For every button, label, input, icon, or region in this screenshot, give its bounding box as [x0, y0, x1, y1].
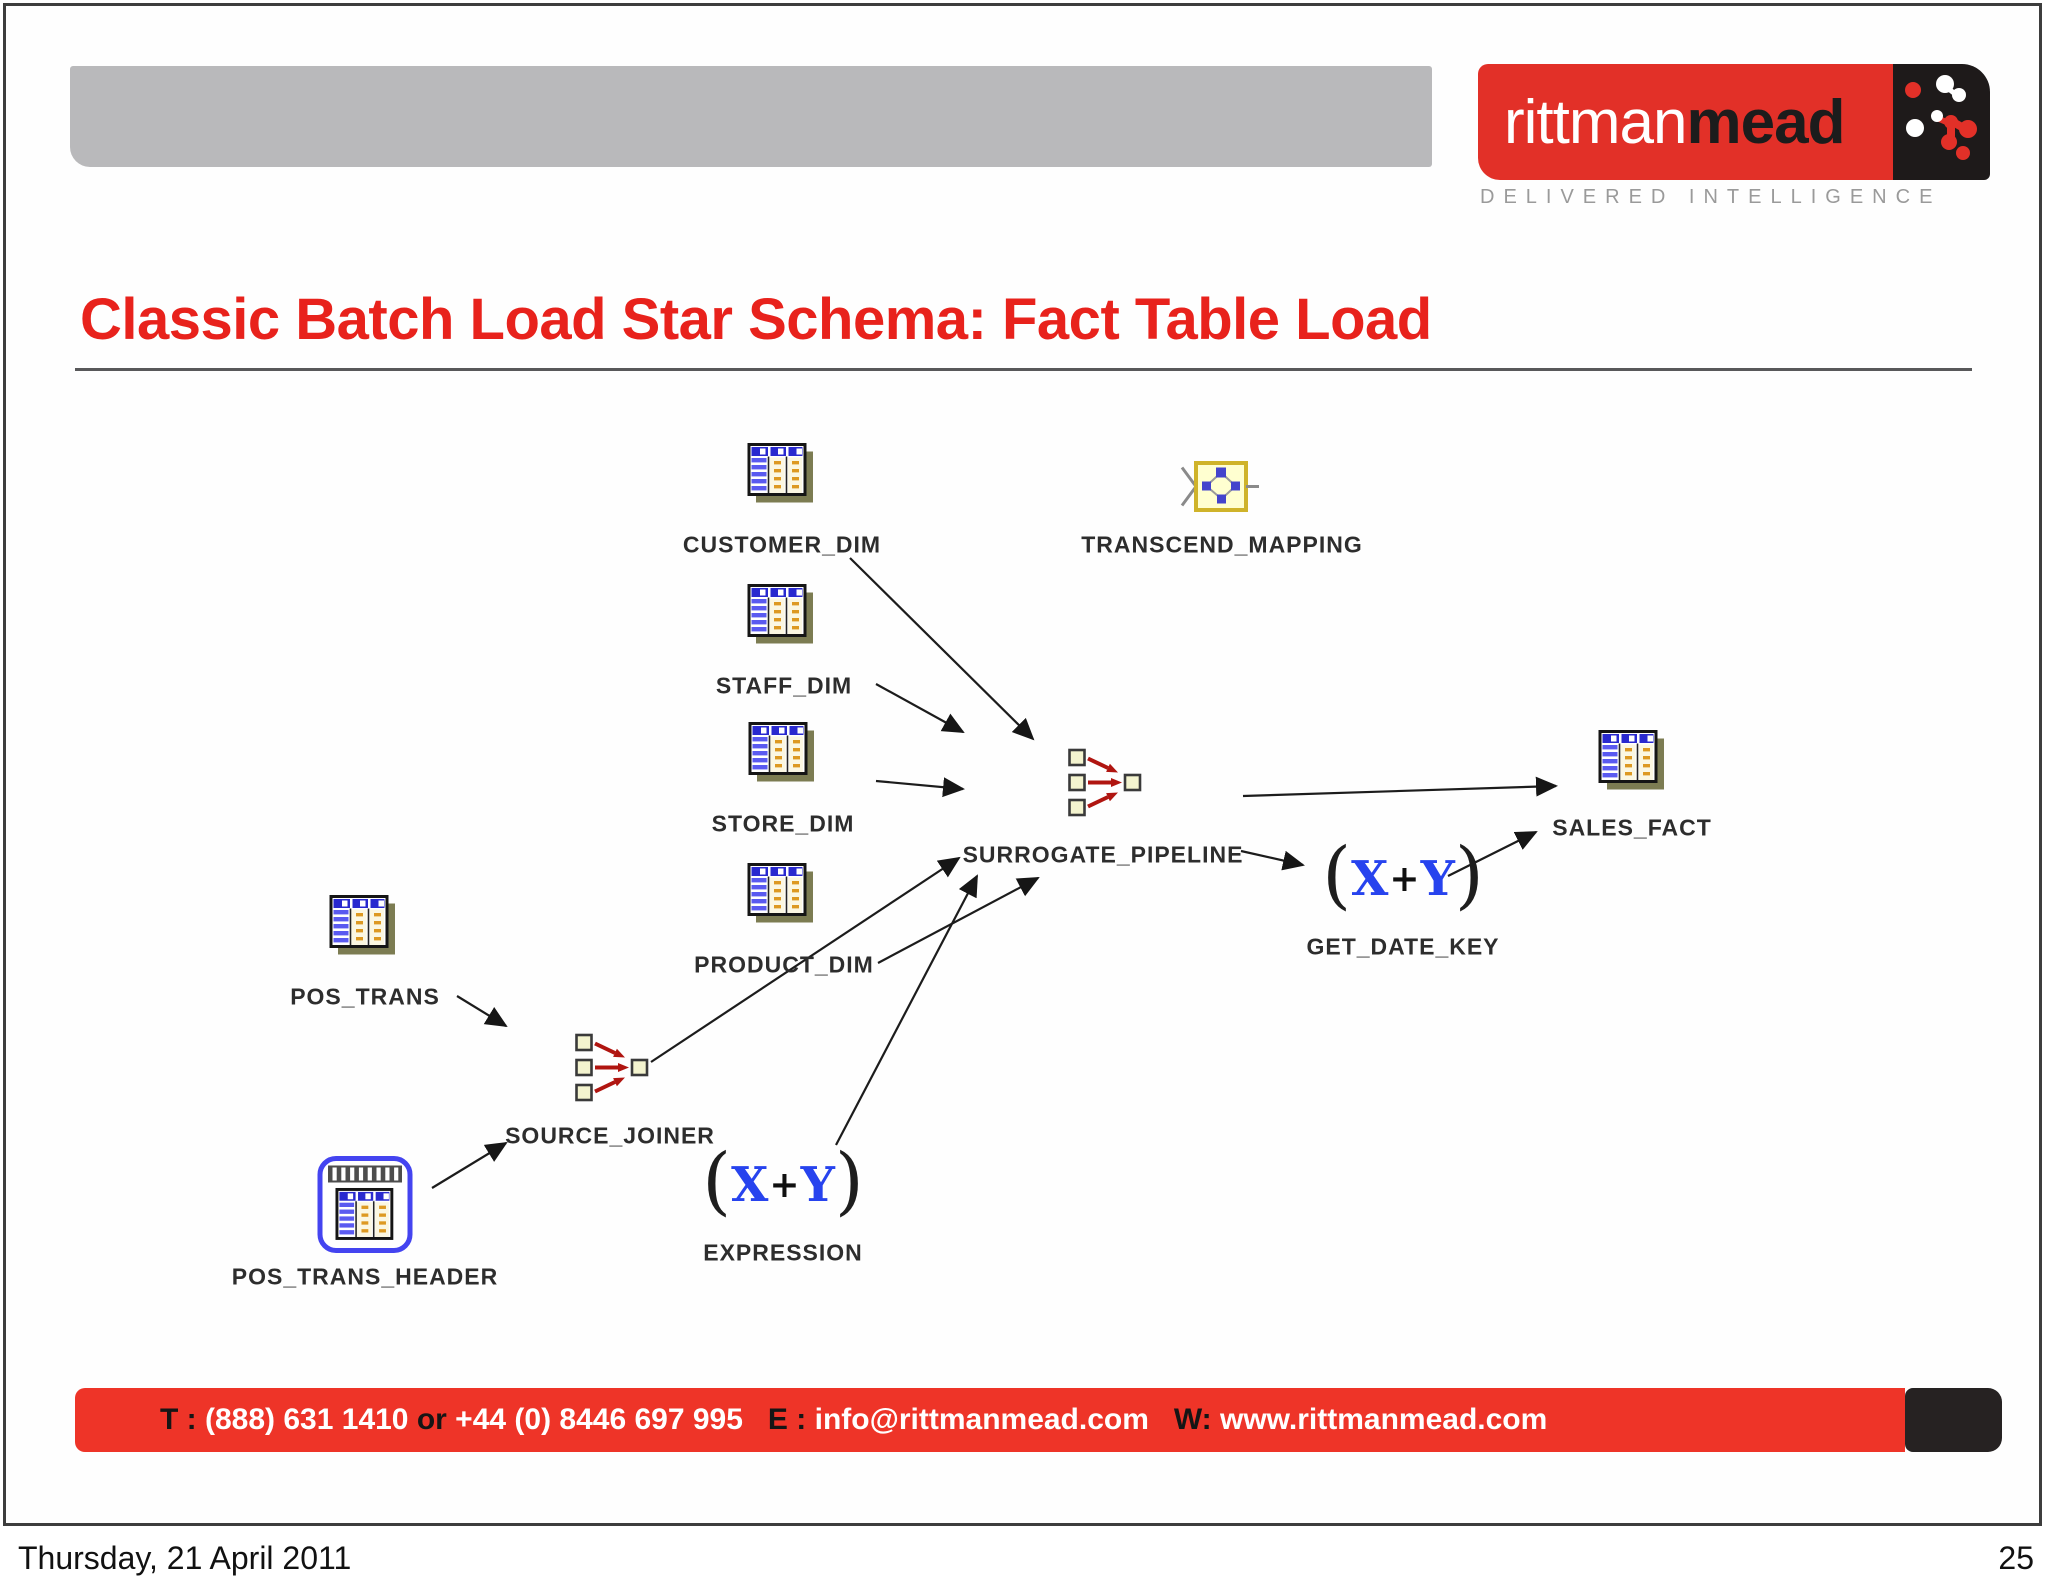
sales_fact-icon[interactable]	[1598, 730, 1666, 797]
edge-expression-to-surrogate_pipeline	[835, 874, 978, 1146]
footer-segment-3: +44 (0) 8446 697 995	[455, 1403, 743, 1436]
edge-surrogate_pipeline-to-sales_fact	[1242, 776, 1558, 798]
footer-segment-5: info@rittmanmead.com	[814, 1403, 1149, 1436]
edge-product_dim-to-surrogate_pipeline	[877, 877, 1040, 964]
header-gray-bar	[70, 66, 1432, 167]
customer_dim-label: CUSTOMER_DIM	[682, 531, 882, 558]
footer-segment-4: E :	[742, 1403, 815, 1436]
staff_dim-label: STAFF_DIM	[715, 672, 853, 699]
store_dim-label: STORE_DIM	[711, 810, 855, 837]
pos_trans_header-label: POS_TRANS_HEADER	[231, 1263, 499, 1290]
get_date_key-label: GET_DATE_KEY	[1306, 933, 1500, 960]
title-divider	[75, 368, 1972, 371]
staff_dim-icon[interactable]	[747, 584, 815, 651]
molecule-icon	[1905, 75, 1977, 160]
get_date_key-icon[interactable]: (X+Y)	[1322, 832, 1484, 918]
footer-segment-1: (888) 631 1410	[205, 1403, 409, 1436]
pos_trans_header-icon[interactable]	[317, 1156, 413, 1259]
product_dim-icon[interactable]	[747, 863, 815, 930]
transcend_mapping-icon[interactable]	[1180, 461, 1260, 518]
footer-segment-6: W:	[1148, 1403, 1221, 1436]
logo-tagline: DELIVERED INTELLIGENCE	[1480, 186, 1942, 208]
transcend_mapping-label: TRANSCEND_MAPPING	[1081, 531, 1363, 558]
surrogate_pipeline-icon[interactable]	[1068, 748, 1142, 822]
footer-red-bar	[75, 1388, 1905, 1452]
surrogate_pipeline-label: SURROGATE_PIPELINE	[962, 841, 1244, 868]
edge-store_dim-to-surrogate_pipeline	[875, 777, 965, 798]
edge-surrogate_pipeline-to-get_date_key	[1240, 849, 1305, 871]
pos_trans-label: POS_TRANS	[290, 983, 440, 1010]
footer-segment-0: T :	[160, 1403, 205, 1436]
expression-label: EXPRESSION	[703, 1239, 863, 1266]
source_joiner-icon[interactable]	[575, 1033, 649, 1107]
page-number: 25	[1998, 1540, 2034, 1576]
pos_trans-icon[interactable]	[329, 895, 397, 962]
source_joiner-label: SOURCE_JOINER	[505, 1122, 715, 1149]
logo-brand-light: rittman	[1504, 87, 1687, 157]
edge-customer_dim-to-surrogate_pipeline	[849, 557, 1035, 741]
edge-pos_trans_header-to-source_joiner	[431, 1141, 508, 1189]
footer-segment-7: www.rittmanmead.com	[1220, 1403, 1548, 1436]
slide-title: Classic Batch Load Star Schema: Fact Tab…	[80, 287, 1432, 352]
footer-segment-2: or	[408, 1403, 456, 1436]
slide-border	[3, 3, 2042, 1526]
logo-brand-bold: mead	[1686, 87, 1845, 157]
logo-molecule-box	[1893, 64, 1990, 180]
edge-pos_trans-to-source_joiner	[456, 995, 508, 1028]
store_dim-icon[interactable]	[748, 722, 816, 789]
expression-icon[interactable]: (X+Y)	[702, 1138, 864, 1224]
product_dim-label: PRODUCT_DIM	[694, 951, 874, 978]
sales_fact-label: SALES_FACT	[1552, 814, 1712, 841]
footer-contact: T : (888) 631 1410 or +44 (0) 8446 697 9…	[160, 1388, 1547, 1452]
footer-black-tab	[1905, 1388, 2002, 1452]
customer_dim-icon[interactable]	[747, 443, 815, 510]
slide-date: Thursday, 21 April 2011	[18, 1540, 352, 1576]
edge-staff_dim-to-surrogate_pipeline	[875, 683, 965, 733]
